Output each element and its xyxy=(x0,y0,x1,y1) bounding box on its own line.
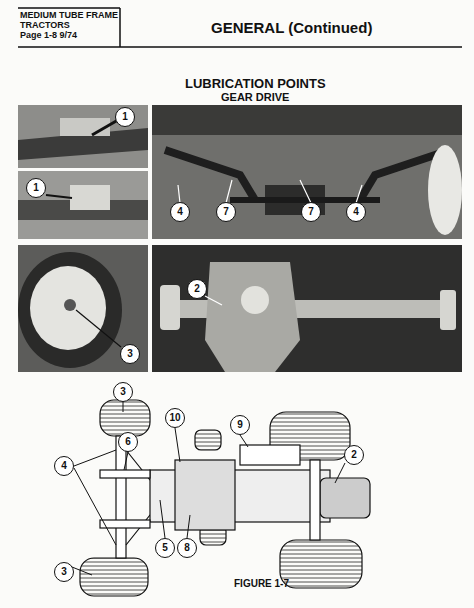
callout-number: 7 xyxy=(216,202,236,222)
header-text: Page 1-8 9/74 xyxy=(20,30,118,40)
section-heading: GEAR DRIVE xyxy=(221,91,289,103)
callout-number: 1 xyxy=(115,107,135,127)
section-heading: LUBRICATION POINTS xyxy=(185,76,326,91)
callout-number: 4 xyxy=(54,456,74,476)
callout-number: 4 xyxy=(170,202,190,222)
callout-number: 1 xyxy=(26,178,46,198)
figure-caption: FIGURE 1-7 xyxy=(234,578,289,589)
callout-number: 2 xyxy=(187,279,207,299)
callout-number: 9 xyxy=(230,415,250,435)
page-title: GENERAL (Continued) xyxy=(211,19,372,36)
callout-number: 2 xyxy=(344,445,364,465)
callout-number: 5 xyxy=(155,538,175,558)
callout-number: 7 xyxy=(301,202,321,222)
callout-number: 3 xyxy=(113,382,133,402)
header-box: MEDIUM TUBE FRAME TRACTORSPage 1-8 9/74 xyxy=(20,10,118,40)
callout-number: 3 xyxy=(54,562,74,582)
callout-number: 6 xyxy=(118,432,138,452)
callout-number: 3 xyxy=(120,344,140,364)
header-text: MEDIUM TUBE FRAME TRACTORS xyxy=(20,10,118,30)
callout-number: 10 xyxy=(165,408,185,428)
callout-number: 4 xyxy=(346,202,366,222)
callout-number: 8 xyxy=(177,538,197,558)
